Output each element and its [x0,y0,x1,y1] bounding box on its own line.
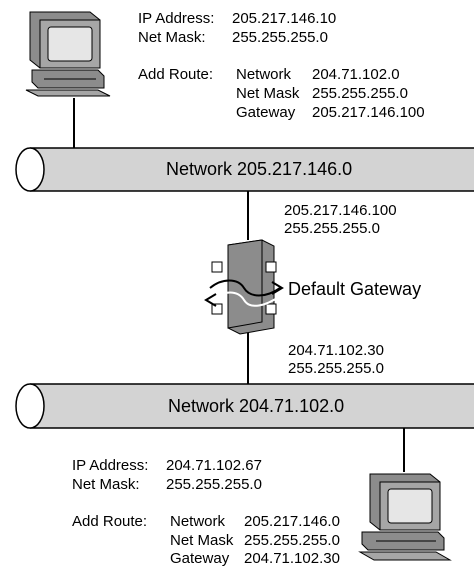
top-route-value: 205.217.146.100 [312,104,425,121]
network-top-label: Network 205.217.146.0 [166,159,353,179]
router-upper-ip: 205.217.146.100 [284,202,397,219]
top-route-value: 204.71.102.0 [312,66,400,83]
top-route-key: Network [236,66,292,83]
top-route-key: Gateway [236,104,296,121]
top-mask-label: Net Mask: [138,29,206,46]
bottom-mask-value: 255.255.255.0 [166,476,262,493]
bottom-route-label: Add Route: [72,513,148,530]
bottom-route-value: 204.71.102.30 [244,550,340,567]
bottom-route-key: Gateway [170,550,230,567]
top-mask-value: 255.255.255.0 [232,29,328,46]
workstation-icon [25,11,111,97]
bottom-route-key: Net Mask [170,532,234,549]
router-lower-ip: 204.71.102.30 [288,342,384,359]
router-label: Default Gateway [288,279,422,299]
top-ip-label: IP Address: [138,10,215,27]
network-pipe-top [15,147,474,192]
router-icon [204,239,284,335]
bottom-ip-label: IP Address: [72,457,149,474]
router-upper-mask: 255.255.255.0 [284,220,380,237]
bottom-route-value: 255.255.255.0 [244,532,340,549]
top-ip-value: 205.217.146.10 [232,10,337,27]
bottom-mask-label: Net Mask: [72,476,140,493]
bottom-ip-value: 204.71.102.67 [166,457,262,474]
bottom-route-value: 205.217.146.0 [244,513,340,530]
router-lower-mask: 255.255.255.0 [288,360,384,377]
top-route-key: Net Mask [236,85,300,102]
top-route-label: Add Route: [138,66,214,83]
network-pipe-bottom [15,383,474,429]
workstation-icon [358,473,452,561]
bottom-route-key: Network [170,513,226,530]
top-route-value: 255.255.255.0 [312,85,408,102]
network-bottom-label: Network 204.71.102.0 [168,396,345,416]
